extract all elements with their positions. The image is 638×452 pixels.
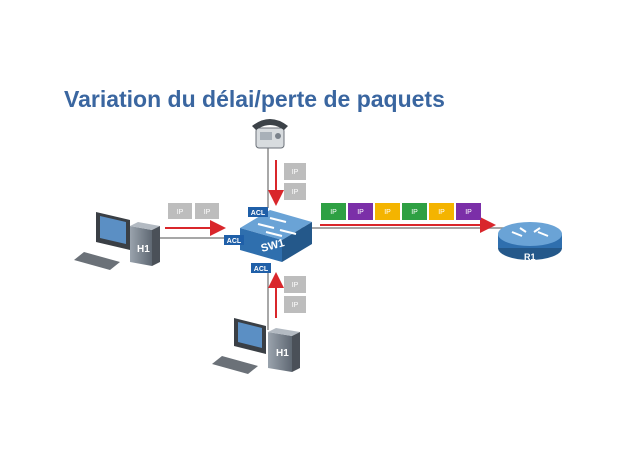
- packet-label: IP: [357, 209, 364, 216]
- packet-out-2: IP: [348, 203, 373, 220]
- packet-label: IP: [292, 169, 299, 176]
- switch-icon: SW1: [240, 210, 312, 262]
- packet-label: IP: [204, 209, 211, 216]
- packet-bottom-2: IP: [284, 296, 306, 313]
- router-label: R1: [524, 252, 536, 262]
- slide-title: Variation du délai/perte de paquets: [64, 86, 445, 112]
- acl-tag-bottom: ACL: [251, 263, 271, 273]
- packet-label: IP: [438, 209, 445, 216]
- host-left-label: H1: [137, 244, 150, 255]
- packet-out-3: IP: [375, 203, 400, 220]
- packet-label: IP: [292, 282, 299, 289]
- computer-icon: H1: [212, 318, 300, 374]
- acl-label: ACL: [254, 266, 269, 273]
- acl-label: ACL: [251, 210, 266, 217]
- switch-label: SW1: [260, 237, 286, 255]
- packet-left-1: IP: [168, 203, 192, 219]
- packet-out-6: IP: [456, 203, 481, 220]
- packet-label: IP: [177, 209, 184, 216]
- packet-left-2: IP: [195, 203, 219, 219]
- acl-label: ACL: [227, 238, 242, 245]
- telephone-icon: [252, 119, 288, 149]
- packet-top-1: IP: [284, 163, 306, 180]
- packet-out-1: IP: [321, 203, 346, 220]
- packet-label: IP: [384, 209, 391, 216]
- packet-label: IP: [330, 209, 337, 216]
- acl-tag-left: ACL: [224, 235, 244, 245]
- packet-label: IP: [292, 302, 299, 309]
- router-icon: R1: [498, 222, 562, 262]
- packet-bottom-1: IP: [284, 276, 306, 293]
- packet-out-4: IP: [402, 203, 427, 220]
- packet-label: IP: [465, 209, 472, 216]
- packet-out-5: IP: [429, 203, 454, 220]
- packet-label: IP: [292, 189, 299, 196]
- host-bottom-label: H1: [276, 348, 289, 359]
- computer-icon: H1: [74, 212, 160, 270]
- packet-top-2: IP: [284, 183, 306, 200]
- acl-tag-top: ACL: [248, 207, 268, 217]
- packet-label: IP: [411, 209, 418, 216]
